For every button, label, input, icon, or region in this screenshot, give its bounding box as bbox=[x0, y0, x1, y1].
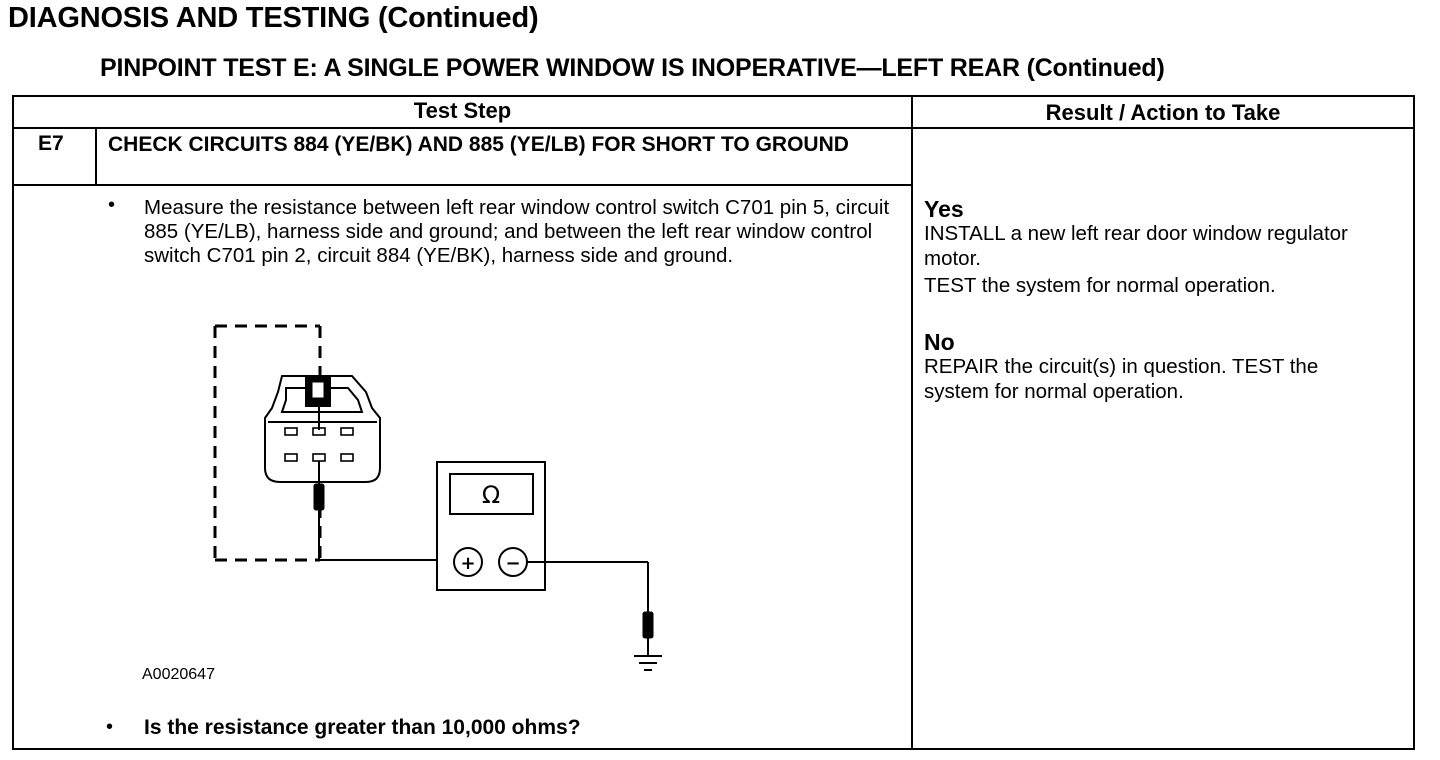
no-label: No bbox=[924, 329, 955, 355]
step-id: E7 bbox=[38, 132, 64, 155]
question-text: Is the resistance greater than 10,000 oh… bbox=[144, 716, 581, 739]
yes-label: Yes bbox=[924, 196, 964, 222]
no-action: REPAIR the circuit(s) in question. TEST … bbox=[924, 355, 1319, 403]
connector-pins bbox=[284, 427, 354, 462]
yes-action: INSTALL a new left rear door window regu… bbox=[924, 222, 1348, 270]
table-right-border bbox=[1413, 95, 1415, 750]
negative-lead-wire bbox=[527, 561, 649, 612]
minus-terminal-label: − bbox=[505, 553, 520, 574]
instruction-text: Measure the resistance between left rear… bbox=[144, 196, 890, 267]
ground-symbol-icon bbox=[634, 655, 662, 671]
result-header: Result / Action to Take bbox=[1045, 100, 1281, 125]
test-step-header: Test Step bbox=[413, 98, 512, 123]
page-heading: DIAGNOSIS AND TESTING (Continued) bbox=[8, 2, 539, 34]
plus-terminal-label: + bbox=[460, 553, 475, 574]
table-top-border bbox=[12, 95, 1415, 97]
dashed-connector-boundary bbox=[213, 324, 322, 562]
table-left-border bbox=[12, 95, 14, 750]
result-yes: Yes INSTALL a new left rear door window … bbox=[924, 196, 1404, 299]
ground-probe-icon bbox=[642, 611, 654, 655]
ohmmeter-icon bbox=[436, 461, 546, 591]
probe-icon bbox=[313, 406, 325, 560]
step-title: CHECK CIRCUITS 884 (YE/BK) AND 885 (YE/L… bbox=[108, 133, 849, 156]
ohm-symbol: Ω bbox=[482, 481, 500, 509]
column-divider bbox=[911, 95, 913, 750]
instruction-bullet: • bbox=[108, 194, 116, 216]
table-bottom-border bbox=[12, 748, 1415, 750]
figure-id: A0020647 bbox=[142, 666, 215, 683]
step-id-divider bbox=[95, 127, 97, 186]
yes-test: TEST the system for normal operation. bbox=[924, 274, 1276, 297]
result-no: No REPAIR the circuit(s) in question. TE… bbox=[924, 329, 1384, 404]
pinpoint-test-title: PINPOINT TEST E: A SINGLE POWER WINDOW I… bbox=[100, 54, 1165, 82]
header-divider bbox=[12, 127, 1415, 129]
question-bullet: • bbox=[106, 716, 114, 738]
step-title-divider bbox=[12, 184, 912, 186]
